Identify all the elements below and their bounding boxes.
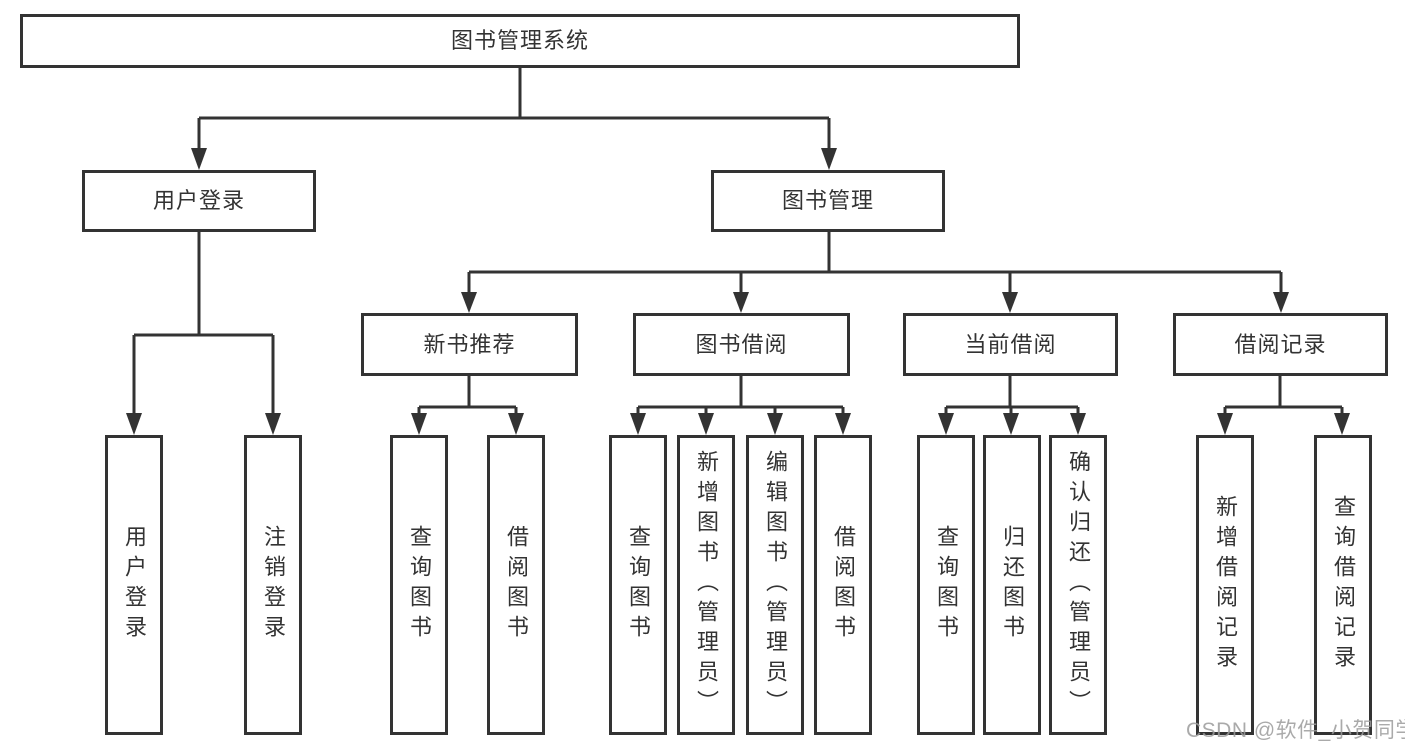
leaf-label: 用户登录 — [122, 525, 147, 645]
leaf-query-books-recommend: 查询图书 — [390, 435, 448, 735]
leaf-label: 确认归还（管理员） — [1066, 450, 1091, 720]
leaf-logout: 注销登录 — [244, 435, 302, 735]
leaf-label: 借阅图书 — [504, 525, 529, 645]
leaf-query-books-borrow: 查询图书 — [609, 435, 667, 735]
csdn-watermark: CSDN @软件_小贺同学 — [1186, 719, 1405, 742]
leaf-label: 注销登录 — [261, 525, 286, 645]
leaf-confirm-return-admin: 确认归还（管理员） — [1049, 435, 1107, 735]
node-system-root: 图书管理系统 — [20, 14, 1020, 68]
node-new-book-recommend: 新书推荐 — [361, 313, 578, 376]
leaf-query-borrow-record: 查询借阅记录 — [1314, 435, 1372, 735]
node-current-borrow: 当前借阅 — [903, 313, 1118, 376]
node-book-borrow: 图书借阅 — [633, 313, 850, 376]
arrowheads — [126, 148, 1350, 435]
leaf-edit-books-admin: 编辑图书（管理员） — [746, 435, 804, 735]
leaf-label: 查询图书 — [626, 525, 651, 645]
leaf-label: 归还图书 — [1000, 525, 1025, 645]
leaf-borrow-books-recommend: 借阅图书 — [487, 435, 545, 735]
leaf-return-books: 归还图书 — [983, 435, 1041, 735]
leaf-user-login: 用户登录 — [105, 435, 163, 735]
node-borrow-records: 借阅记录 — [1173, 313, 1388, 376]
leaf-label: 新增借阅记录 — [1213, 495, 1238, 675]
leaf-label: 查询借阅记录 — [1331, 495, 1356, 675]
leaf-label: 查询图书 — [407, 525, 432, 645]
leaf-label: 查询图书 — [934, 525, 959, 645]
leaf-query-books-current: 查询图书 — [917, 435, 975, 735]
leaf-borrow-books: 借阅图书 — [814, 435, 872, 735]
leaf-label: 借阅图书 — [831, 525, 856, 645]
node-user-login: 用户登录 — [82, 170, 316, 232]
node-book-management: 图书管理 — [711, 170, 945, 232]
leaf-label: 新增图书（管理员） — [694, 450, 719, 720]
leaf-label: 编辑图书（管理员） — [763, 450, 788, 720]
leaf-add-books-admin: 新增图书（管理员） — [677, 435, 735, 735]
leaf-add-borrow-record: 新增借阅记录 — [1196, 435, 1254, 735]
